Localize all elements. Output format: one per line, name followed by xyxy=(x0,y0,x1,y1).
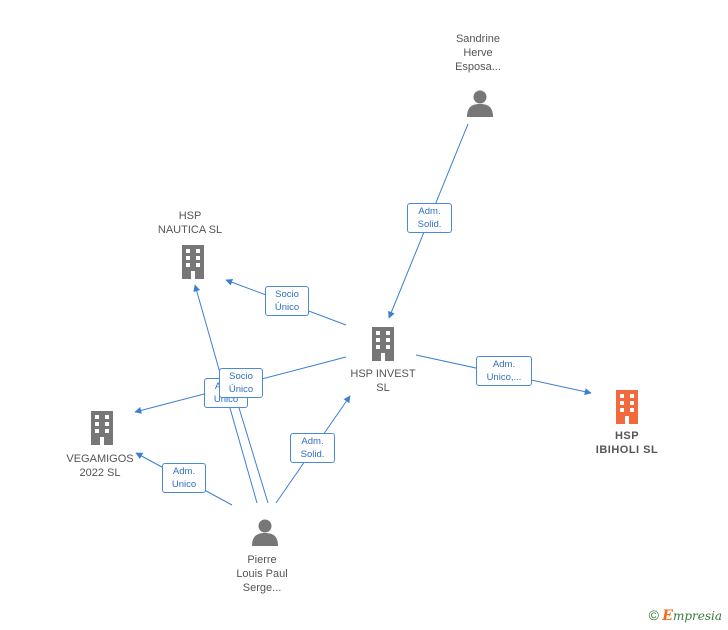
brand-initial: E xyxy=(662,608,673,624)
hsp-invest-line-1: HSP INVEST xyxy=(350,368,416,380)
edge-label-invest-ibiholi[interactable]: Adm. Unico,... xyxy=(476,356,532,386)
edge-label-line: Único xyxy=(228,384,254,395)
edge-label-pierre-invest[interactable]: Adm. Solid. xyxy=(290,433,335,463)
node-hsp-nautica[interactable]: HSP NAUTICA SL xyxy=(140,209,240,237)
edge-label-line: Adm. xyxy=(418,206,441,217)
hsp-ibiholi-line-2: IBIHOLI SL xyxy=(595,444,659,456)
building-icon xyxy=(616,390,638,424)
pierre-name-line-3: Serge... xyxy=(242,582,282,594)
edge-label-line: Solid. xyxy=(417,219,442,230)
vegamigos-line-2: 2022 SL xyxy=(79,467,121,479)
edge-label-line: Adm. xyxy=(301,436,324,447)
node-hsp-ibiholi[interactable]: HSP IBIHOLI SL xyxy=(577,429,677,457)
hsp-ibiholi-line-1: HSP xyxy=(614,430,640,442)
edge-label-line: Único xyxy=(274,302,300,313)
pierre-name-line-1: Pierre xyxy=(247,554,277,566)
pierre-name-line-2: Louis Paul xyxy=(236,568,288,580)
edge-label-pierre-vegamigos[interactable]: Adm. Unico xyxy=(162,463,206,493)
hsp-invest-line-2: SL xyxy=(376,382,390,394)
edge-label-line: Unico xyxy=(171,479,197,490)
brand-name: mpresia xyxy=(672,609,722,623)
edge-label-line: Socio xyxy=(275,289,299,300)
vegamigos-line-1: VEGAMIGOS xyxy=(66,453,134,465)
edge-label-line: Adm. xyxy=(492,359,516,370)
edge-label-sandrine-invest[interactable]: Adm. Solid. xyxy=(407,203,452,233)
edge-label-line: Unico xyxy=(213,394,239,405)
sandrine-name-line-1: Sandrine xyxy=(455,33,501,45)
hsp-nautica-line-2: NAUTICA SL xyxy=(157,224,223,236)
edge-label-line: Socio xyxy=(229,371,253,382)
node-sandrine[interactable]: Sandrine Herve Esposa... xyxy=(420,32,536,74)
node-pierre[interactable]: Pierre Louis Paul Serge... xyxy=(212,553,312,595)
edge-label-invest-vegamigos[interactable]: Socio Único xyxy=(219,368,263,398)
person-icon xyxy=(467,90,493,117)
building-icon xyxy=(91,411,113,445)
person-icon xyxy=(252,519,278,546)
hsp-nautica-line-1: HSP xyxy=(178,210,202,222)
node-vegamigos[interactable]: VEGAMIGOS 2022 SL xyxy=(50,452,150,480)
edge-label-invest-nautica[interactable]: Socio Único xyxy=(265,286,309,316)
edge-pierre-socio xyxy=(235,397,269,504)
empresia-watermark: © Empresia xyxy=(649,607,722,624)
sandrine-name-line-3: Esposa... xyxy=(455,61,501,73)
copyright-icon: © xyxy=(648,607,659,623)
edge-label-line: Unico,... xyxy=(486,372,522,383)
edge-label-line: Adm. xyxy=(172,466,196,477)
edge-label-line: Solid. xyxy=(300,449,325,460)
building-icon xyxy=(372,327,394,361)
sandrine-name-line-2: Herve xyxy=(463,47,493,59)
building-icon xyxy=(182,245,204,279)
node-hsp-invest[interactable]: HSP INVEST SL xyxy=(333,367,433,395)
